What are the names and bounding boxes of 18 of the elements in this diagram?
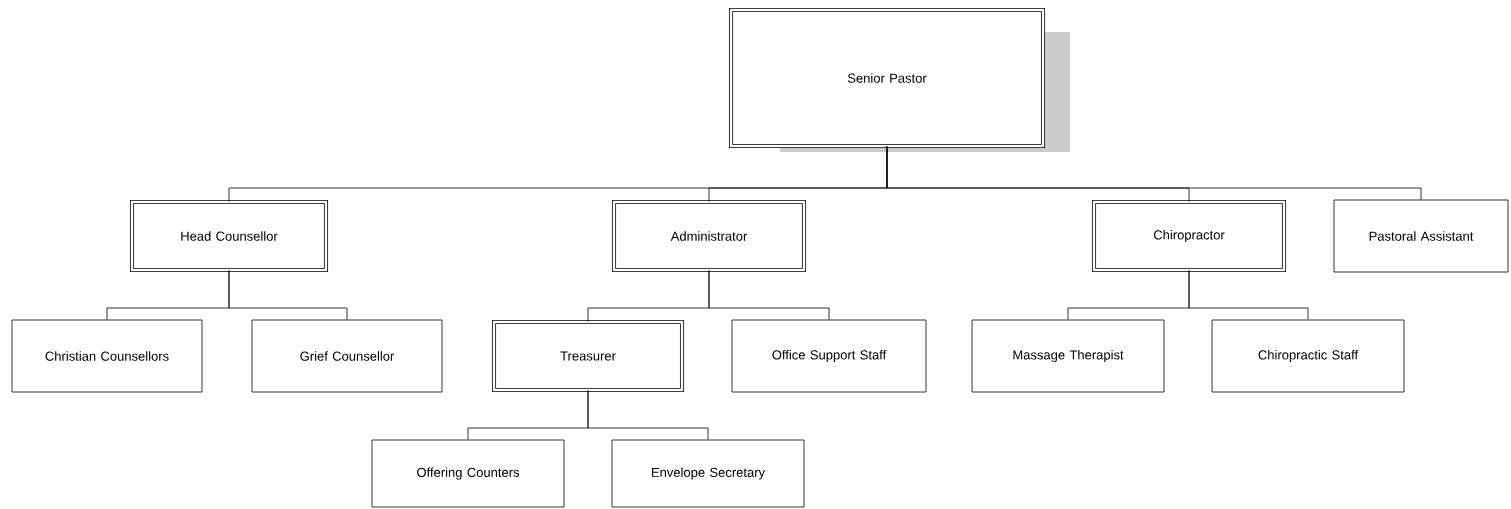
org-box: Massage Therapist <box>971 319 1165 393</box>
org-box: Treasurer <box>491 319 685 393</box>
org-box: Pastoral Assistant <box>1333 199 1509 273</box>
org-box: Offering Counters <box>371 439 565 508</box>
connector-line <box>1188 270 1309 320</box>
connector-line <box>708 270 830 320</box>
org-box: Office Support Staff <box>731 319 927 393</box>
connector-line <box>587 390 709 440</box>
org-box: Head Counsellor <box>129 199 329 273</box>
connector-line <box>886 146 1422 200</box>
org-box: Senior Pastor <box>728 7 1070 152</box>
connector-line <box>228 270 348 320</box>
org-box: Chiropractic Staff <box>1211 319 1405 393</box>
org-box: Grief Counsellor <box>251 319 443 393</box>
org-box: Christian Counsellors <box>11 319 203 393</box>
org-box: Administrator <box>611 199 807 273</box>
org-box: Chiropractor <box>1091 199 1287 273</box>
org-box: Envelope Secretary <box>611 439 805 508</box>
